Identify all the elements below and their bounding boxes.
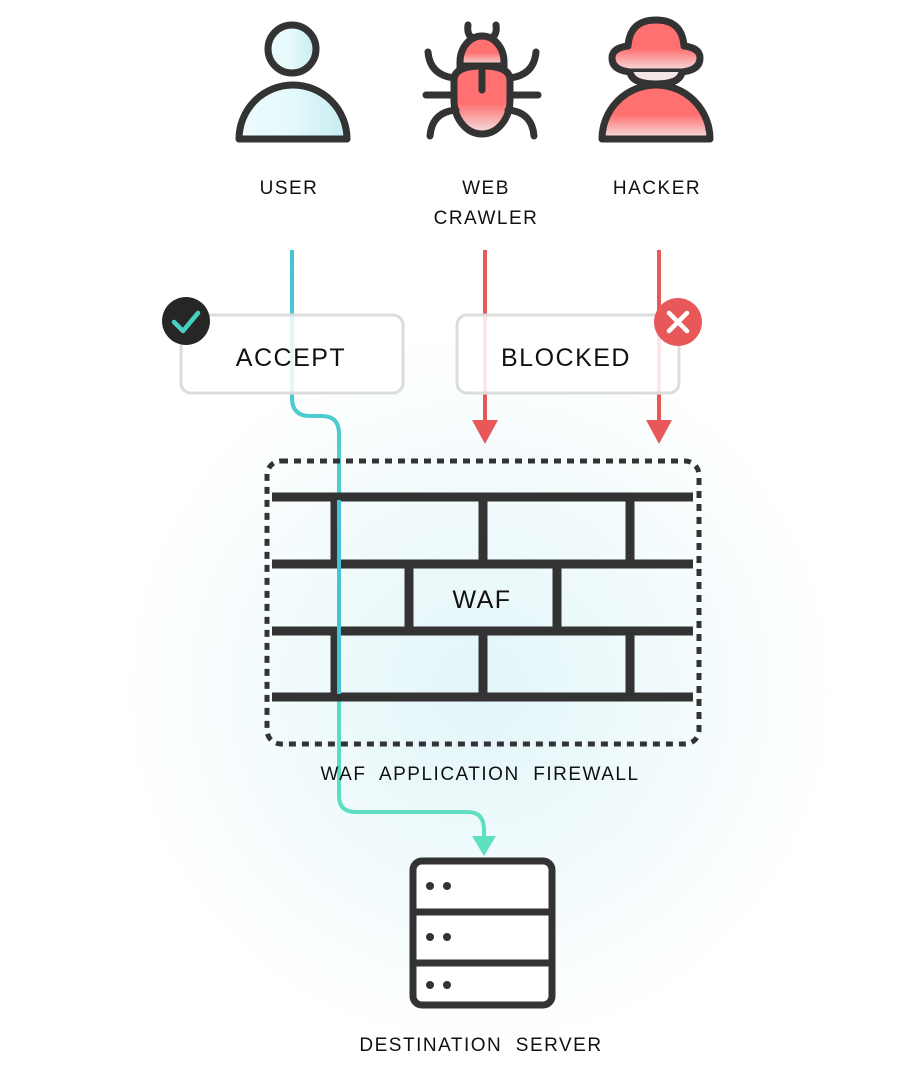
waf-label: WAF (452, 586, 511, 614)
hacker-icon (598, 16, 714, 143)
server-caption: DESTINATION SERVER (359, 1035, 602, 1056)
blocked-box: BLOCKED (455, 298, 702, 395)
server-icon (409, 857, 556, 1009)
bug-icon (422, 21, 542, 140)
firewall-caption: WAF APPLICATION FIREWALL (320, 764, 639, 785)
blocked-label: BLOCKED (501, 344, 631, 372)
accept-box: ACCEPT (162, 297, 405, 395)
firewall-wall (264, 458, 702, 747)
user-icon (235, 21, 351, 143)
actor-label-web: WEB (462, 178, 510, 199)
actor-label-crawler: CRAWLER (434, 208, 539, 229)
x-icon (654, 298, 702, 346)
accept-label: ACCEPT (236, 344, 346, 372)
check-icon (162, 297, 210, 345)
actor-label-user: USER (260, 178, 319, 199)
actor-label-hacker: HACKER (613, 178, 701, 199)
